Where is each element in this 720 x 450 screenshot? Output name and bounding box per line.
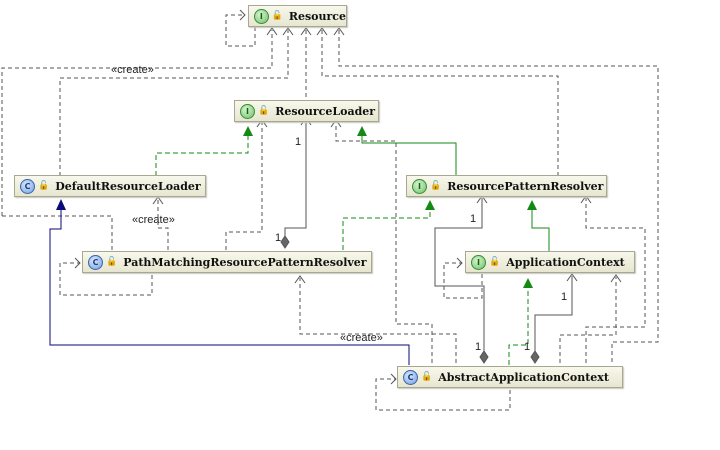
blue-generalization — [49, 199, 410, 365]
edge-resource-self — [225, 14, 256, 47]
lock-icon: 🔓 — [38, 181, 50, 191]
node-resource[interactable]: I 🔓 Resource — [248, 5, 347, 27]
edge-labels: «create» «create» «create» 1 1 1 1 1 1 — [111, 64, 567, 353]
multiplicity-label: 1 — [524, 341, 530, 353]
multiplicity-label: 1 — [470, 213, 476, 225]
lock-icon: 🔓 — [421, 372, 433, 382]
lock-icon: 🔓 — [430, 181, 442, 191]
node-label: Resource — [288, 9, 346, 23]
node-resourcepatternresolver[interactable]: I 🔓 ResourcePatternResolver — [406, 175, 607, 197]
edge-aac-resourceloader — [335, 122, 433, 363]
edge-dep-resource-2 — [59, 30, 289, 176]
node-defaultresourceloader[interactable]: C 🔓 DefaultResourceLoader — [14, 175, 206, 197]
edge-aac-realizes-ac — [508, 288, 529, 365]
node-applicationcontext[interactable]: I 🔓 ApplicationContext — [465, 251, 635, 273]
edge-aac-rpr — [585, 198, 646, 363]
edge-aac-composition-rpr — [434, 198, 485, 352]
node-label: DefaultResourceLoader — [55, 179, 201, 193]
edge-aac-self — [375, 378, 511, 411]
node-pathmatchingresourcepatternresolver[interactable]: C 🔓 PathMatchingResourcePatternResolver — [82, 251, 372, 273]
node-label: ResourceLoader — [275, 104, 376, 118]
lock-icon: 🔓 — [258, 106, 270, 116]
edge-rpr-extends-loader — [361, 136, 457, 176]
multiplicity-label: 1 — [561, 291, 567, 303]
node-resourceloader[interactable]: I 🔓 ResourceLoader — [234, 100, 379, 122]
abstract-class-icon: C — [403, 369, 418, 385]
green-lines — [155, 136, 550, 365]
interface-icon: I — [254, 8, 269, 24]
create-label: «create» — [111, 64, 154, 76]
lock-icon: 🔓 — [106, 257, 118, 267]
interface-icon: I — [240, 103, 255, 119]
multiplicity-label: 1 — [275, 232, 281, 244]
edge-aac-composition-ac — [534, 276, 573, 352]
composition-diamonds — [280, 235, 540, 364]
class-icon: C — [20, 178, 35, 194]
edge-aac-resource — [338, 30, 659, 365]
lock-icon: 🔓 — [271, 11, 283, 21]
edge-aac-create-pm — [299, 278, 457, 363]
node-abstractapplicationcontext[interactable]: C 🔓 AbstractApplicationContext — [397, 366, 623, 388]
create-label: «create» — [132, 214, 175, 226]
edge-pm-resourceloader — [225, 122, 263, 250]
edge-ac-self — [443, 262, 483, 299]
edge-pm-realizes-rpr — [342, 210, 431, 250]
edge-pm-self — [59, 262, 153, 296]
lock-icon: 🔓 — [489, 257, 501, 267]
node-label: ResourcePatternResolver — [447, 179, 604, 193]
interface-icon: I — [471, 254, 486, 270]
class-icon: C — [88, 254, 103, 270]
node-label: AbstractApplicationContext — [438, 370, 609, 384]
node-label: PathMatchingResourcePatternResolver — [123, 255, 367, 269]
edge-pm-composition-resourceloader — [284, 120, 307, 236]
interface-icon: I — [412, 178, 427, 194]
composition-lines — [284, 120, 573, 352]
edge-ac-extends-rpr — [531, 210, 550, 252]
edge-aac-extends-default — [49, 210, 410, 365]
edge-left-1 — [2, 215, 113, 250]
green-triangles — [243, 126, 537, 288]
create-label: «create» — [340, 332, 383, 344]
edge-rpr-resource — [321, 30, 559, 176]
node-label: ApplicationContext — [506, 255, 625, 269]
open-arrowheads — [74, 9, 622, 385]
edge-pm-create-default — [157, 199, 169, 250]
dependency-lines — [1, 14, 659, 411]
edge-aac-ac — [559, 277, 617, 363]
edge-defaultloader-create-resource — [1, 30, 273, 216]
multiplicity-label: 1 — [295, 136, 301, 148]
edge-default-realizes-loader — [155, 136, 249, 176]
multiplicity-label: 1 — [475, 341, 481, 353]
